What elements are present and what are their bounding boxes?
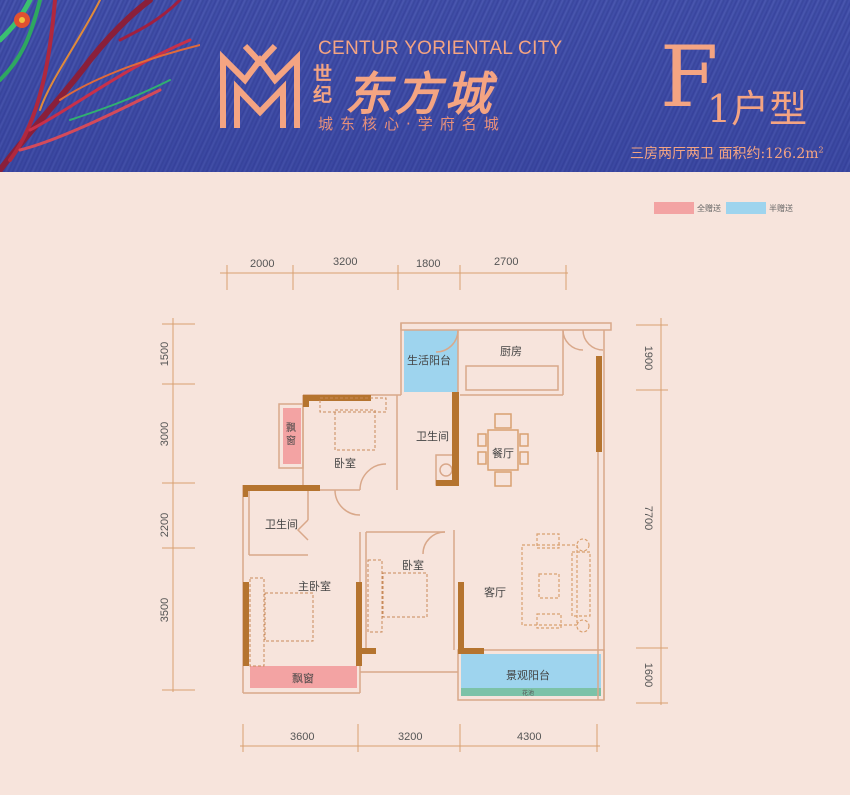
dim-top-1: 2000 xyxy=(250,258,275,270)
view-balcony-fill xyxy=(461,654,601,688)
brand-slogan: 城东核心·学府名城 xyxy=(318,115,506,133)
dim-left-1: 1500 xyxy=(159,341,172,367)
room-bathroom-center: 卫生间 xyxy=(416,430,449,443)
unit-description-text: 三房两厅两卫 面积约:126.2m xyxy=(630,146,819,162)
legend-label-half: 半赠送 xyxy=(769,203,793,213)
room-view-balcony: 景观阳台 xyxy=(506,669,550,682)
room-bay-window-top: 飘窗 xyxy=(286,423,296,447)
room-living: 客厅 xyxy=(484,586,506,599)
bed-master-bedroom xyxy=(249,577,314,667)
dim-top-4: 2700 xyxy=(494,256,519,268)
bay-window-bottom-fill xyxy=(250,666,357,688)
unit-description: 三房两厅两卫 面积约:126.2m2 xyxy=(630,143,824,163)
room-utility-balcony: 生活阳台 xyxy=(407,354,451,367)
bed-top-bedroom xyxy=(319,397,387,451)
bay-window-top-fill xyxy=(283,408,301,464)
sofa-set xyxy=(521,533,591,633)
utility-balcony-fill xyxy=(404,330,458,392)
dim-bottom-1: 3600 xyxy=(290,731,315,743)
brand-english-name: CENTUR YORIENTAL CITY xyxy=(318,38,563,59)
legend-label-full: 全赠送 xyxy=(697,203,721,213)
brand-chinese-name: 东方城 xyxy=(345,67,495,121)
room-bedroom-top: 卧室 xyxy=(334,457,356,470)
tree-branch-decoration xyxy=(0,0,200,172)
dim-left-4: 3500 xyxy=(159,597,172,623)
dim-top-2: 3200 xyxy=(333,256,358,268)
brand-prefix: 世纪 xyxy=(313,63,333,106)
room-bathroom-left: 卫生间 xyxy=(265,518,298,531)
legend-swatch-half xyxy=(726,202,766,214)
dim-right-2: 7700 xyxy=(642,505,655,531)
dim-bottom-3: 4300 xyxy=(517,731,542,743)
dim-right-3: 1600 xyxy=(642,662,655,688)
bed-middle-bedroom xyxy=(367,559,428,633)
room-kitchen: 厨房 xyxy=(500,345,522,358)
room-bay-window-bottom: 飘窗 xyxy=(292,672,314,685)
dim-left-2: 3000 xyxy=(159,421,172,447)
room-bedroom-middle: 卧室 xyxy=(402,559,424,572)
dim-right-1: 1900 xyxy=(642,345,655,371)
dim-bottom-2: 3200 xyxy=(398,731,423,743)
room-master-bedroom: 主卧室 xyxy=(298,580,331,593)
unit-type-letter: F xyxy=(660,28,719,126)
unit-type-suffix: 1户型 xyxy=(707,87,808,131)
legend-full-gift: 全赠送 xyxy=(654,202,721,214)
dining-table xyxy=(477,413,529,487)
header-banner: CENTUR YORIENTAL CITY 世纪 东方城 城东核心·学府名城 F… xyxy=(0,0,850,172)
room-flower-bed: 花池 xyxy=(522,690,535,697)
dimension-lines xyxy=(162,265,668,752)
room-dining: 餐厅 xyxy=(492,447,514,460)
dim-left-3: 2200 xyxy=(159,512,172,538)
dim-top-3: 1800 xyxy=(416,258,441,270)
mm-logo-icon xyxy=(220,43,300,128)
flower-bed-fill xyxy=(461,688,601,696)
thick-walls xyxy=(243,356,602,666)
legend-half-gift: 半赠送 xyxy=(726,202,793,214)
unit-area-superscript: 2 xyxy=(818,145,824,155)
legend-swatch-full xyxy=(654,202,694,214)
